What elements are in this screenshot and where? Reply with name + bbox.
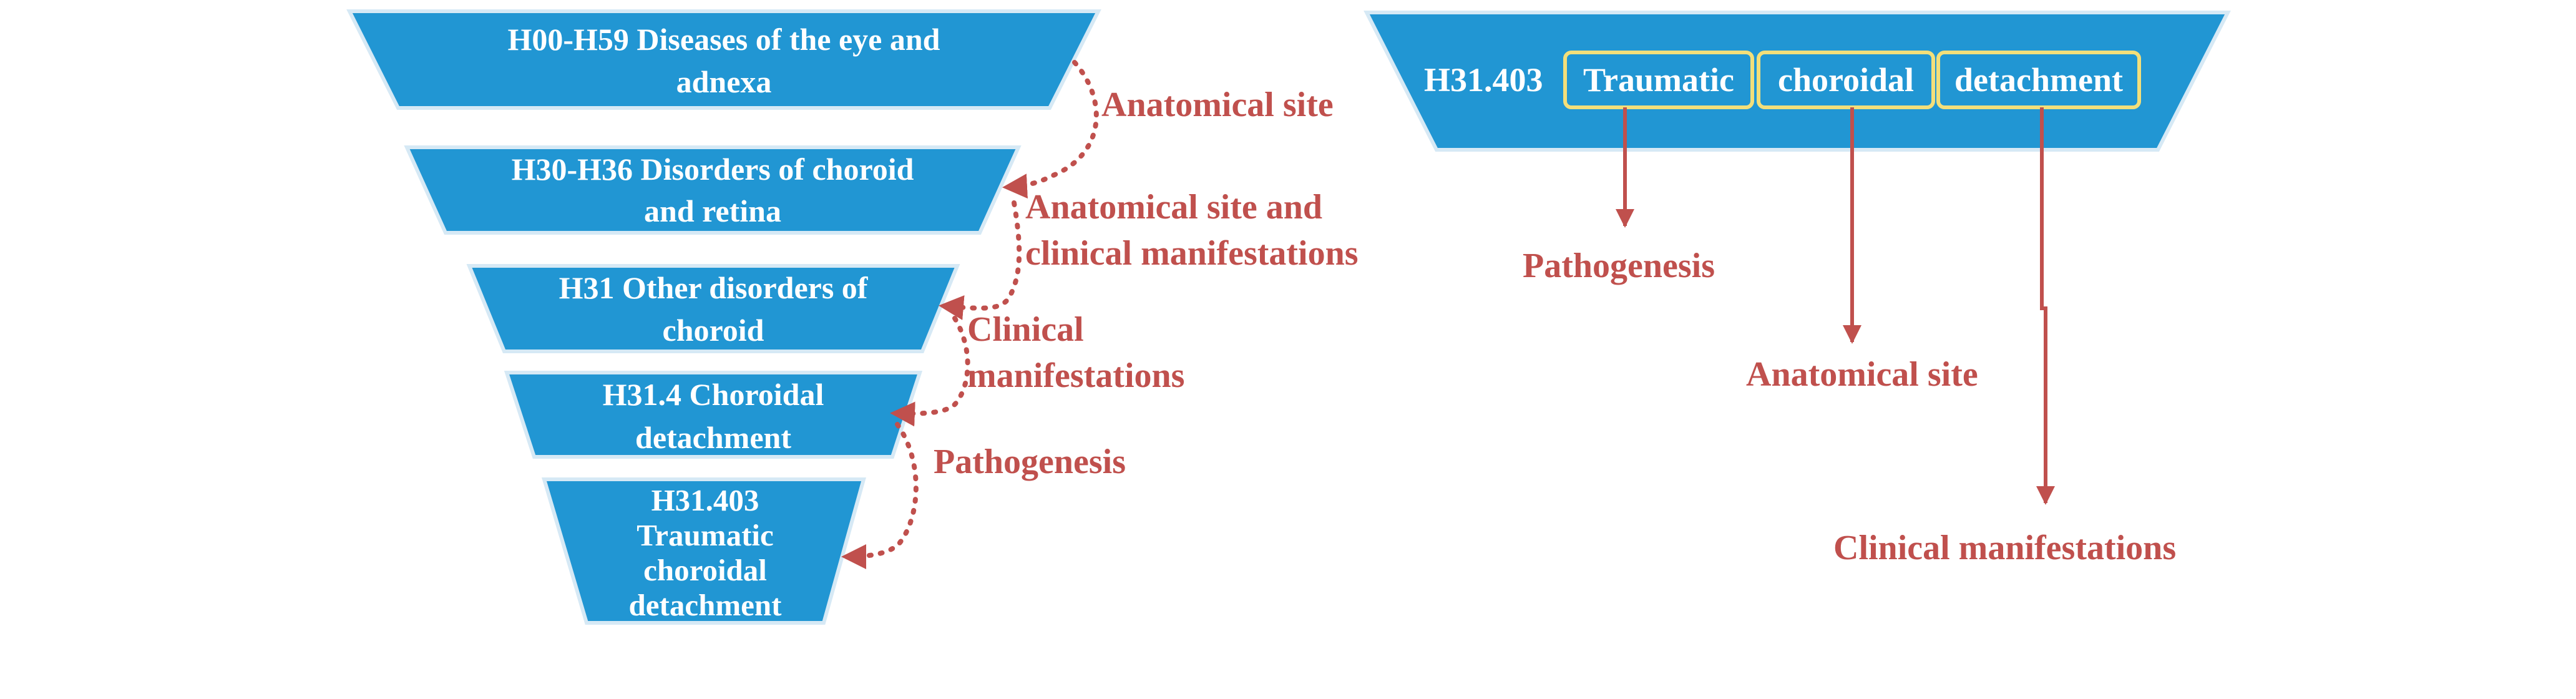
tier-label-line: Traumatic [637, 518, 774, 552]
tier-shape [404, 145, 1022, 235]
tier-h30-h36: H30-H36 Disorders of choroid and retina [404, 145, 1022, 235]
term-box-traumatic [1563, 51, 1754, 109]
term-traumatic: Traumatic [1583, 61, 1734, 99]
tier-h00-h59: H00-H59 Diseases of the eye and adnexa [346, 9, 1101, 110]
tier-label-line: choroidal [643, 553, 767, 587]
axis-label-clinical-manifestations: Clinical manifestations [1833, 529, 2176, 567]
code-value: H31.403 [1424, 61, 1543, 99]
hierarchy-funnel: H00-H59 Diseases of the eye and adnexa H… [346, 9, 1101, 625]
connector-tier3-tier4 [890, 316, 970, 427]
relation-label-anatomical-clinical-line2: clinical manifestations [1025, 234, 1359, 273]
tier-label-line: H31.403 [651, 483, 759, 517]
tier-label-line: detachment [629, 588, 783, 622]
tier-label-line: detachment [635, 420, 791, 455]
connector-tier1-tier2 [1002, 60, 1099, 199]
relation-label-anatomical-site: Anatomical site [1101, 86, 1334, 124]
term-detachment: detachment [1954, 61, 2123, 99]
tier-label-line: and retina [644, 193, 781, 228]
connector-tier2-tier3 [939, 200, 1022, 320]
tier-label-line: H31.4 Choroidal [603, 377, 824, 412]
relation-label-anatomical-clinical-line1: Anatomical site and [1025, 188, 1322, 227]
tier-label-line: H00-H59 Diseases of the eye and [508, 22, 940, 57]
arrow-clinical-manifestations [2036, 107, 2055, 505]
tier-label-line: H31 Other disorders of [559, 270, 869, 305]
tier-label-line: H30-H36 Disorders of choroid [512, 152, 914, 187]
tier-shape [466, 264, 960, 353]
code-breakdown: H31.403 Traumatic choroidal detachment P… [1364, 11, 2231, 567]
tier-label-line: adnexa [676, 64, 772, 99]
connector-tier4-tier5 [841, 422, 919, 569]
relation-connectors [841, 60, 1099, 569]
relation-labels: Anatomical site Anatomical site and clin… [934, 86, 1359, 481]
tier-label-line: choroid [663, 313, 764, 348]
tier-h31-403: H31.403 Traumatic choroidal detachment [541, 477, 866, 625]
tier-shape [346, 9, 1101, 110]
tier-shape [541, 477, 866, 625]
axis-label-anatomical-site: Anatomical site [1746, 355, 1978, 394]
tier-shape [504, 371, 923, 459]
code-banner [1364, 11, 2231, 152]
axis-label-pathogenesis: Pathogenesis [1523, 247, 1715, 285]
tier-h31-4: H31.4 Choroidal detachment [504, 371, 923, 459]
axis-arrows [1616, 107, 2055, 505]
relation-label-clinical-line2: manifestations [967, 356, 1184, 395]
term-box-choroidal [1757, 51, 1935, 109]
tier-h31: H31 Other disorders of choroid [466, 264, 960, 353]
term-box-detachment [1936, 51, 2141, 109]
term-choroidal: choroidal [1778, 61, 1914, 99]
relation-label-clinical-line1: Clinical [967, 310, 1084, 349]
relation-label-pathogenesis: Pathogenesis [934, 442, 1126, 481]
